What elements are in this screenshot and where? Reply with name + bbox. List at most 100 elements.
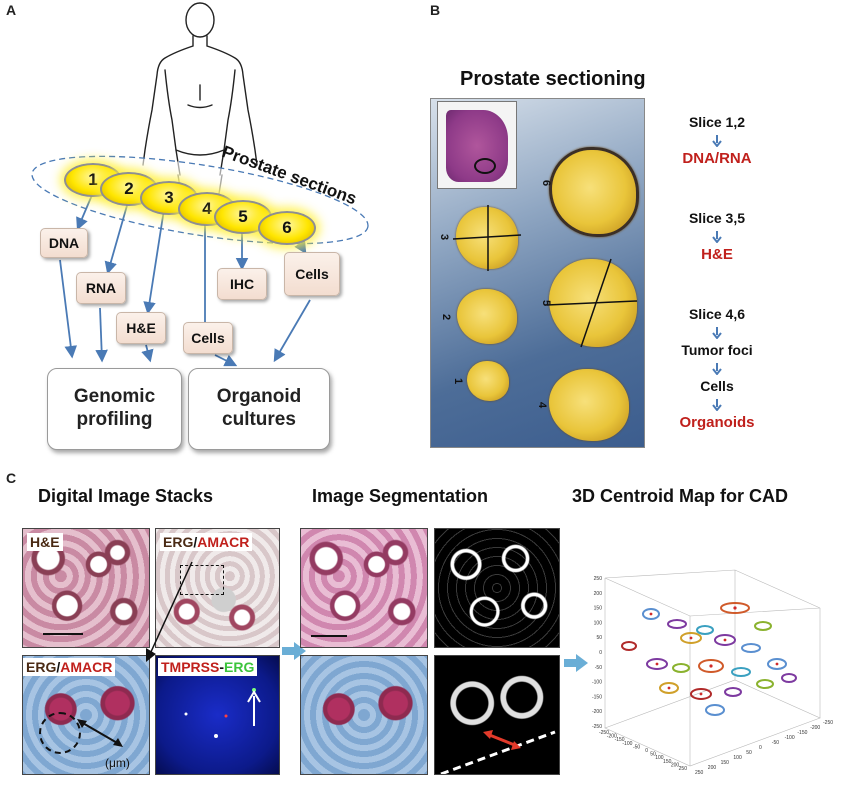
- centroid-ellipse: [720, 602, 750, 614]
- centroid-ellipse: [621, 641, 637, 651]
- down-arrow-icon: [712, 363, 722, 375]
- erg-amacr-label-top: ERG/AMACR: [160, 533, 253, 551]
- centroid-ellipse: [659, 682, 679, 694]
- y-axis-tick-label: 0: [759, 745, 762, 751]
- right-arrow-icon: [564, 654, 588, 672]
- slab-label-4: 4: [536, 401, 549, 409]
- slab-label-5: 5: [540, 299, 553, 307]
- cells-box-left: Cells: [183, 322, 233, 354]
- z-axis-tick-label: 0: [599, 650, 602, 656]
- down-arrow-icon: [712, 399, 722, 411]
- slab-label-1: 1: [452, 377, 465, 385]
- y-axis-tick-label: 100: [733, 755, 742, 761]
- z-axis-tick-label: 100: [594, 620, 603, 626]
- flow3-step-tumor-foci: Tumor foci: [681, 342, 753, 358]
- x-axis-tick-label: -100: [622, 741, 632, 747]
- centroid-ellipse: [756, 679, 774, 689]
- y-axis-tick-label: 250: [695, 770, 704, 776]
- section-coin-1: 1: [64, 163, 122, 197]
- erg-green-label: ERG: [224, 659, 255, 675]
- segmentation-zoom-mask-image: [434, 655, 560, 775]
- nucleus-dashed-circle: [39, 712, 81, 754]
- centroid-ellipse: [680, 632, 702, 644]
- organoid-cultures-box: Organoid cultures: [188, 368, 330, 450]
- flow3-output: Organoids: [679, 414, 755, 431]
- centroid-ellipse: [705, 704, 725, 716]
- centroid-points: [649, 606, 779, 696]
- centroid-ellipse: [714, 634, 736, 646]
- panel-label-c: C: [6, 470, 17, 486]
- centroid-ellipse: [724, 687, 742, 697]
- centroid-ellipse: [754, 621, 772, 631]
- y-axis-tick-label: -200: [810, 725, 820, 731]
- erg-amacr-image: ERG/AMACR: [155, 528, 280, 648]
- micrometer-unit: (μm): [105, 756, 130, 770]
- centroid-ellipse: [731, 667, 751, 677]
- x-axis-tick-label: 50: [650, 752, 656, 758]
- z-axis-tick-label: -200: [592, 709, 602, 715]
- dna-box: DNA: [40, 228, 88, 258]
- tissue-slice-4: [549, 369, 629, 441]
- flow1-input: Slice 1,2: [688, 114, 746, 130]
- z-axis-tick-label: 150: [594, 606, 603, 612]
- down-arrow-icon: [712, 231, 722, 243]
- x-axis-tick-label: 100: [655, 755, 664, 761]
- centroid-ellipses: [621, 602, 797, 716]
- slab-label-2: 2: [440, 313, 453, 321]
- y-axis-tick-label: -50: [772, 740, 779, 746]
- flow3-input: Slice 4,6: [688, 306, 746, 322]
- erg-label: ERG: [163, 534, 194, 550]
- down-arrow-icon: [712, 327, 722, 339]
- ihc-box: IHC: [217, 268, 267, 300]
- cut-lines: [452, 205, 638, 348]
- erg-label: ERG: [26, 659, 57, 675]
- x-axis-tick-label: 150: [663, 759, 672, 765]
- centroid-ellipse: [642, 608, 660, 620]
- slash-label: /: [193, 534, 198, 550]
- z-axis-tick-label: -150: [592, 694, 602, 700]
- prostate-slices-photo: 6 3 5 2 1 4: [430, 98, 645, 448]
- tmprss-erg-fish-image: TMPRSS-ERG: [155, 655, 280, 775]
- z-axis-tick-label: -50: [595, 665, 602, 671]
- flow3-step-cells: Cells: [700, 378, 734, 394]
- y-axis-tick-label: -150: [797, 730, 807, 736]
- x-axis-tick-label: -200: [607, 734, 617, 740]
- cells-box-right: Cells: [284, 252, 340, 296]
- he-image-label: H&E: [27, 533, 63, 551]
- x-axis-tick-label: -150: [615, 737, 625, 743]
- y-axis-tick-label: -100: [785, 735, 795, 741]
- dash-label: -: [219, 659, 225, 675]
- panel-label-b: B: [430, 2, 441, 18]
- z-axis-tick-label: -100: [592, 680, 602, 686]
- tmprss-label: TMPRSS: [161, 659, 220, 675]
- segmentation-zoom-source-image: [300, 655, 428, 775]
- section-coin-6: 6: [258, 211, 316, 245]
- centroid-ellipse: [781, 673, 797, 683]
- tissue-slice-2: [457, 289, 517, 344]
- centroid-map-title: 3D Centroid Map for CAD: [572, 486, 788, 506]
- centroid-ellipse: [646, 658, 668, 670]
- centroid-ellipse: [696, 625, 714, 635]
- he-image: H&E: [22, 528, 150, 648]
- flow1-output: DNA/RNA: [682, 150, 752, 167]
- he-box: H&E: [116, 312, 166, 344]
- z-axis-tick-label: 200: [594, 591, 603, 597]
- distance-arrow-icon: [77, 719, 123, 747]
- centroid-ellipse: [741, 643, 761, 653]
- x-axis-tick-label: -250: [599, 730, 609, 736]
- segmentation-source-image: [300, 528, 428, 648]
- erg-amacr-zoom-image: ERG/AMACR (μm): [22, 655, 150, 775]
- z-axis-tick-label: 250: [594, 576, 603, 582]
- z-axis-tick-label: 50: [596, 635, 602, 641]
- down-arrow-icon: [712, 135, 722, 147]
- y-axis-tick-label: 200: [708, 765, 717, 771]
- amacr-label: AMACR: [197, 534, 250, 550]
- erg-amacr-label-bottom: ERG/AMACR: [23, 658, 116, 676]
- image-segmentation-title: Image Segmentation: [312, 486, 489, 506]
- segmentation-overlay: [440, 730, 556, 774]
- z-axis-tick-label: -250: [592, 724, 602, 730]
- centroid-ellipse: [698, 659, 724, 673]
- zoom-arrow: [146, 561, 193, 662]
- centroid-ellipse: [767, 658, 787, 670]
